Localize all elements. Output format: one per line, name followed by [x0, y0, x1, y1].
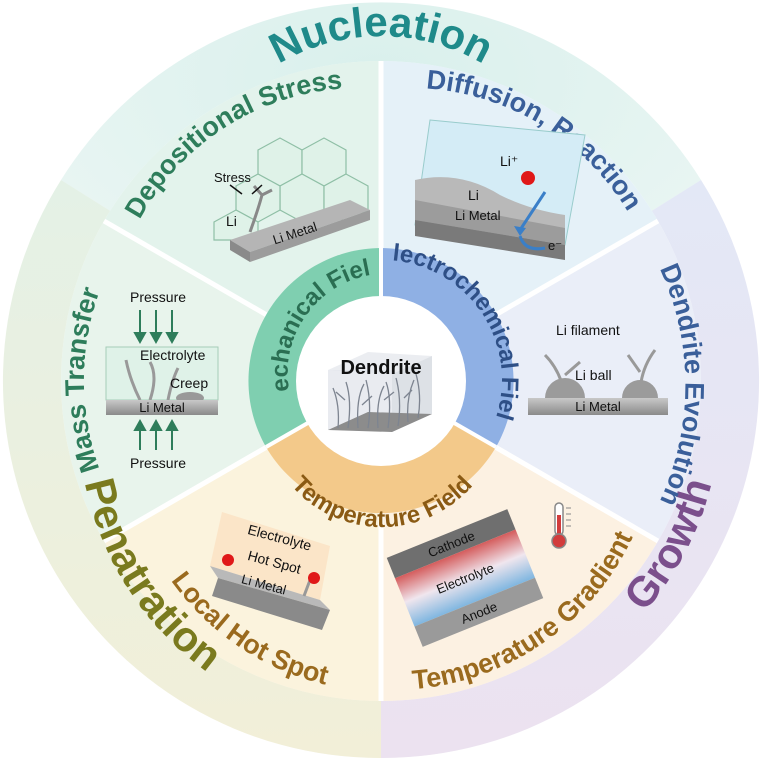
diffusion-illustration: Li⁺ Li Li Metal e⁻: [414, 119, 586, 260]
electron-label: e⁻: [548, 238, 562, 253]
mass-electrolyte-label: Electrolyte: [140, 347, 206, 363]
thermometer-icon: [551, 502, 571, 549]
center-label: Dendrite: [340, 357, 421, 379]
evolution-li-metal-label: Li Metal: [575, 399, 621, 414]
li-plus-label: Li⁺: [500, 153, 518, 169]
pressure-bottom-label: Pressure: [130, 455, 186, 471]
dendrite-cube-illustration: [328, 352, 432, 432]
stress-illustration: Stress Li Li Metal: [213, 137, 370, 262]
diffusion-li-label: Li: [468, 187, 479, 203]
seg-mass-bg: [61, 221, 382, 541]
mass-li-metal-label: Li Metal: [139, 400, 185, 415]
pressure-top-label: Pressure: [130, 289, 186, 305]
mass-transfer-illustration: Pressure Electrolyte Creep Li Metal Pres…: [105, 289, 219, 471]
li-ball-label: Li ball: [575, 367, 612, 383]
seg-evolution-bg: [381, 221, 701, 541]
li-filament-label: Li filament: [556, 322, 620, 338]
diffusion-li-metal-label: Li Metal: [455, 208, 501, 223]
evolution-illustration: Li filament Li ball Li Metal: [528, 322, 668, 415]
stress-li-label: Li: [226, 213, 237, 229]
creep-label: Creep: [170, 375, 208, 391]
stress-label: Stress: [214, 170, 251, 185]
